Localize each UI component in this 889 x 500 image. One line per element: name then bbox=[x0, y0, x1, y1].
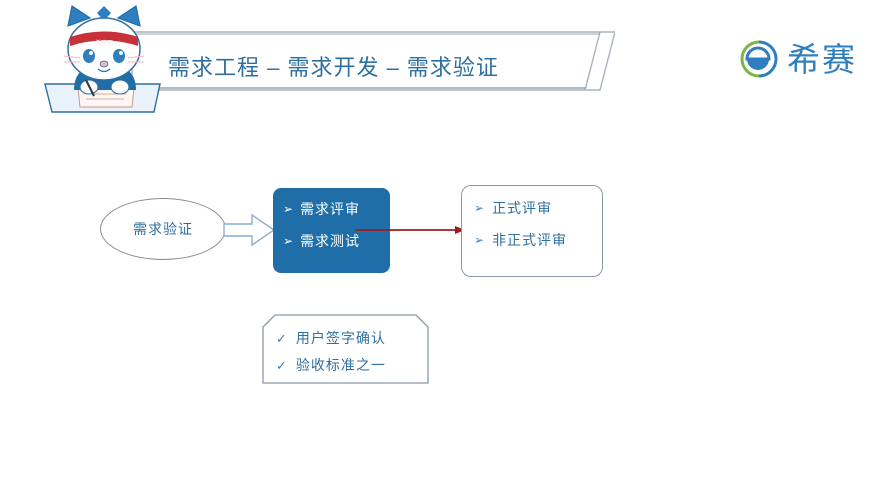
node-main-item-label: 需求评审 bbox=[300, 201, 361, 217]
page-title: 需求工程 – 需求开发 – 需求验证 bbox=[168, 55, 499, 80]
node-detail-review-types: ➢ 正式评审 ➢ 非正式评审 bbox=[461, 185, 603, 277]
snip-corner-rect-shape bbox=[262, 314, 429, 384]
node-note-item-label: 用户签字确认 bbox=[295, 330, 386, 346]
chevron-right-bullet-icon: ➢ bbox=[474, 233, 486, 247]
node-source-label: 需求验证 bbox=[133, 221, 193, 237]
slide-header: 需求工程 – 需求开发 – 需求验证 希赛网 bbox=[0, 0, 889, 120]
check-bullet-icon: ✓ bbox=[276, 357, 288, 373]
block-arrow-right-icon bbox=[223, 213, 276, 247]
brand-logo: 希赛 bbox=[735, 38, 857, 80]
title-banner-shape bbox=[131, 31, 615, 91]
list-item: ✓ 验收标准之一 bbox=[276, 355, 386, 375]
node-note-acceptance: ✓ 用户签字确认 ✓ 验收标准之一 bbox=[262, 314, 429, 384]
brand-name: 希赛 bbox=[787, 40, 857, 78]
node-detail-item-label: 非正式评审 bbox=[492, 232, 568, 248]
cat-mascot-writing-icon: 希赛网 bbox=[44, 5, 161, 113]
list-item: ➢ 需求评审 bbox=[283, 199, 390, 219]
list-item: ➢ 非正式评审 bbox=[474, 230, 602, 250]
node-note-item-label: 验收标准之一 bbox=[295, 357, 386, 373]
chevron-right-bullet-icon: ➢ bbox=[283, 234, 295, 248]
node-source-requirement-validation: 需求验证 bbox=[100, 198, 226, 260]
chevron-right-bullet-icon: ➢ bbox=[474, 201, 486, 215]
svg-text:希赛网: 希赛网 bbox=[95, 39, 113, 47]
node-main-item-label: 需求测试 bbox=[300, 233, 361, 249]
list-item: ✓ 用户签字确认 bbox=[276, 328, 386, 348]
node-detail-item-label: 正式评审 bbox=[492, 200, 553, 216]
list-item: ➢ 正式评审 bbox=[474, 198, 602, 218]
chevron-right-bullet-icon: ➢ bbox=[283, 202, 295, 216]
check-bullet-icon: ✓ bbox=[276, 330, 288, 346]
circle-e-logo-icon bbox=[740, 40, 778, 78]
list-item: ➢ 需求测试 bbox=[283, 231, 390, 251]
arrow-right-icon bbox=[355, 226, 465, 234]
